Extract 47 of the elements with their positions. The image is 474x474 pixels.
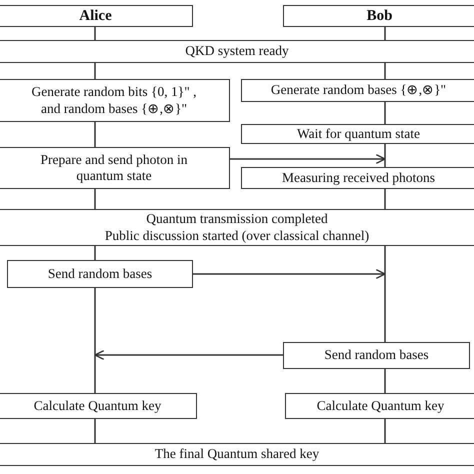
- process-box: [241, 79, 474, 102]
- lifeline: [384, 27, 386, 40]
- phase-band: [0, 40, 474, 63]
- actor-name: Alice: [79, 7, 112, 25]
- lifeline: [94, 122, 96, 147]
- process-box: [7, 260, 193, 288]
- lifeline: [94, 246, 96, 260]
- step-text: Public discussion started (over classical channel): [104, 228, 370, 244]
- actor-box: [0, 5, 193, 27]
- message-arrow: [193, 268, 386, 280]
- step-text: The final Quantum shared key: [154, 446, 320, 463]
- lifeline: [94, 63, 96, 79]
- step-text: Prepare and send photon in quantum state: [40, 152, 188, 184]
- lifeline: [384, 144, 386, 167]
- lifeline: [384, 63, 386, 79]
- step-text: Quantum transmission completed: [146, 211, 328, 228]
- lifeline: [384, 189, 386, 209]
- process-box: [0, 147, 230, 189]
- actor-box: [283, 5, 474, 27]
- phase-band: [0, 209, 474, 246]
- step-text: Generate random bases {⊕,⊗}": [270, 82, 446, 99]
- process-box: [0, 393, 197, 419]
- lifeline: [384, 102, 386, 124]
- step-text: QKD system ready: [185, 43, 289, 60]
- lifeline: [384, 419, 386, 443]
- process-box: [283, 342, 470, 369]
- process-box: [285, 393, 474, 419]
- lifeline: [94, 189, 96, 209]
- message-arrow: [230, 154, 386, 164]
- step-text: Send random bases: [324, 347, 429, 364]
- step-text: Send random bases: [48, 266, 152, 282]
- process-box: [241, 167, 474, 189]
- actor-name: Bob: [366, 7, 392, 25]
- step-text: Calculate Quantum key: [34, 398, 162, 414]
- step-text: Generate random bits {0, 1}" , and random bases {⊕,⊗}": [30, 84, 198, 117]
- lifeline: [384, 369, 386, 393]
- step-text: Wait for quantum state: [296, 126, 420, 142]
- process-box: [0, 79, 230, 122]
- process-box: [241, 124, 474, 144]
- phase-band: [0, 443, 474, 466]
- lifeline: [94, 288, 96, 393]
- step-text: Calculate Quantum key: [316, 398, 444, 414]
- lifeline: [94, 27, 96, 40]
- message-arrow: [94, 350, 283, 360]
- step-text: Measuring received photons: [282, 170, 435, 186]
- lifeline: [384, 246, 386, 342]
- lifeline: [94, 419, 96, 443]
